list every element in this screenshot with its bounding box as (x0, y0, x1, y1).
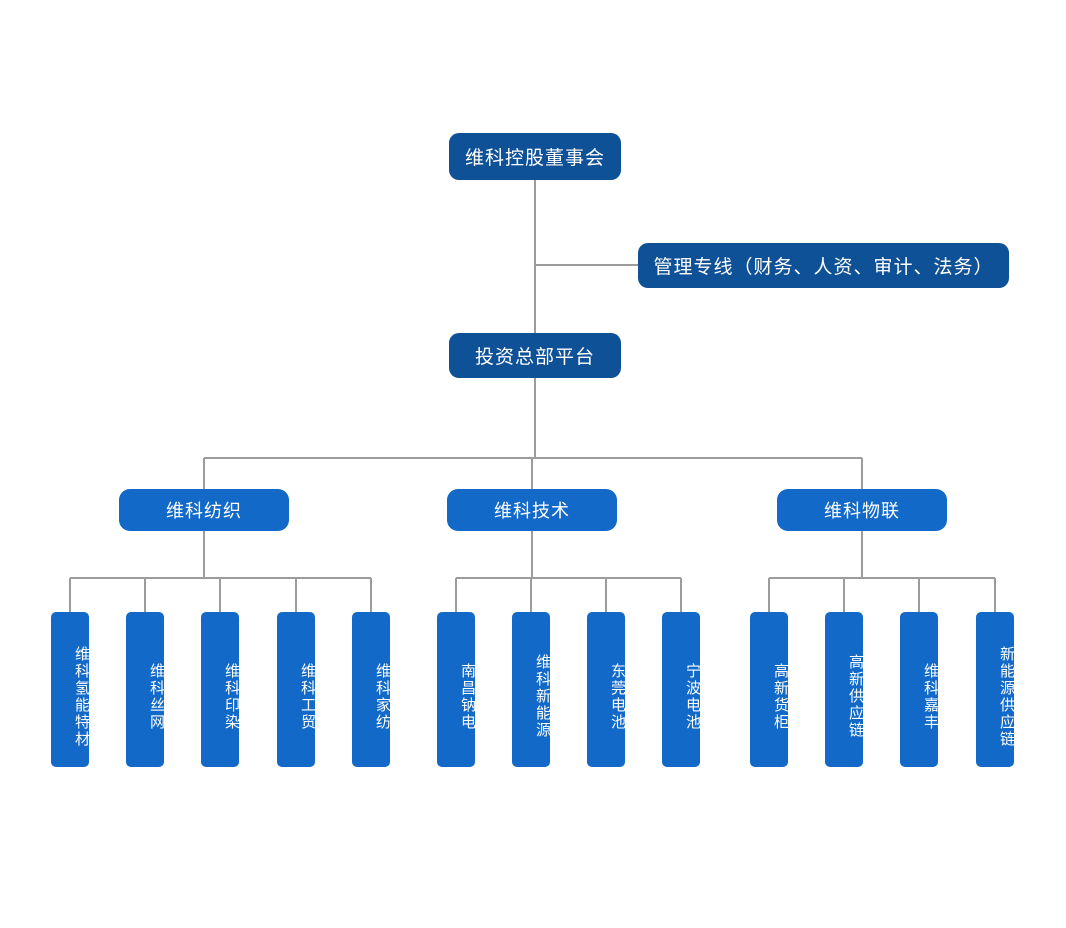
node-维科技术[interactable]: 维科技术 (447, 489, 617, 531)
node-label: 维科物联 (824, 501, 900, 521)
node-投资总部平台[interactable]: 投资总部平台 (449, 333, 621, 378)
node-label: 维科纺织 (166, 501, 242, 521)
node-东莞电池[interactable]: 东莞电池 (587, 612, 626, 767)
node-label: 维科技术 (494, 501, 570, 521)
node-维科物联[interactable]: 维科物联 (777, 489, 947, 531)
node-高新供应链[interactable]: 高新供应链 (825, 612, 864, 767)
node-维科印染[interactable]: 维科印染 (201, 612, 240, 767)
node-管理专线-财务-人资-审计-法务-[interactable]: 管理专线（财务、人资、审计、法务） (638, 243, 1009, 288)
node-label: 维科家纺 (374, 662, 391, 731)
node-宁波电池[interactable]: 宁波电池 (662, 612, 701, 767)
node-label: 维科工贸 (299, 662, 316, 731)
node-高新货柜[interactable]: 高新货柜 (750, 612, 789, 767)
node-label: 管理专线（财务、人资、审计、法务） (653, 257, 994, 278)
node-维科工贸[interactable]: 维科工贸 (277, 612, 316, 767)
node-label: 高新供应链 (847, 654, 864, 739)
node-label: 新能源供应链 (998, 645, 1015, 748)
node-南昌钠电[interactable]: 南昌钠电 (437, 612, 476, 767)
node-label: 维科嘉丰 (922, 662, 939, 731)
node-label: 维科印染 (223, 662, 240, 731)
node-label: 高新货柜 (772, 662, 789, 731)
node-label: 宁波电池 (684, 662, 701, 731)
node-label: 南昌钠电 (459, 662, 476, 731)
node-维科新能源[interactable]: 维科新能源 (512, 612, 551, 767)
node-label: 维科新能源 (534, 654, 551, 739)
node-维科控股董事会[interactable]: 维科控股董事会 (449, 133, 621, 180)
node-维科丝网[interactable]: 维科丝网 (126, 612, 165, 767)
node-label: 维科控股董事会 (464, 148, 605, 169)
node-label: 维科氢能特材 (73, 645, 90, 748)
node-维科家纺[interactable]: 维科家纺 (352, 612, 391, 767)
node-label: 东莞电池 (609, 662, 626, 731)
node-维科纺织[interactable]: 维科纺织 (119, 489, 289, 531)
node-新能源供应链[interactable]: 新能源供应链 (976, 612, 1015, 767)
node-label: 维科丝网 (148, 662, 165, 731)
node-维科氢能特材[interactable]: 维科氢能特材 (51, 612, 90, 767)
node-维科嘉丰[interactable]: 维科嘉丰 (900, 612, 939, 767)
node-label: 投资总部平台 (474, 347, 595, 368)
